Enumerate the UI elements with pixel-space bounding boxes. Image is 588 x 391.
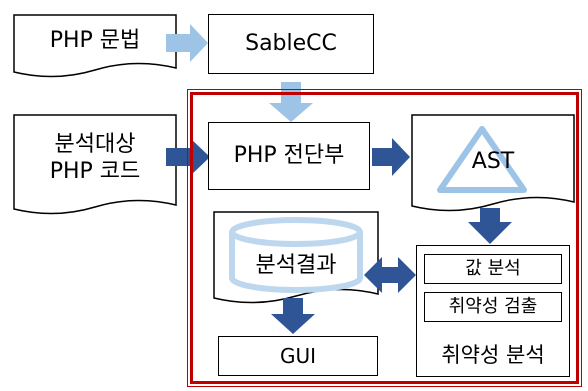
grammar-to-sablecc-arrow [166,24,208,62]
target-to-frontend-arrow [166,138,210,176]
ast-document-shape [411,114,575,212]
sablecc-node: SableCC [208,14,374,74]
ast-triangle-icon [437,126,527,193]
analysis-result-node: 분석결과 [255,253,337,279]
gui-node: GUI [218,336,378,376]
sablecc-to-frontend-arrow [269,82,313,122]
sablecc-label: SableCC [245,30,337,56]
ast-to-vuln-analysis-arrow [468,208,512,244]
value-analysis-label: 값 분석 [465,258,521,280]
analyzer-boundary-frame [187,89,582,387]
vuln-analysis-label: 취약성 분석 [441,342,545,367]
php-grammar-document-shape [13,14,177,78]
result-vuln-bidirectional-arrow [364,257,416,293]
database-cylinder-icon [229,217,363,293]
vuln-detection-node: 취약성 검출 [424,292,562,322]
php-frontend-node: PHP 전단부 [208,122,370,190]
value-analysis-node: 값 분석 [424,254,562,284]
ast-node: AST [471,149,515,175]
vuln-detection-label: 취약성 검출 [448,296,538,318]
target-code-node: 분석대상 PHP 코드 [49,131,141,185]
php-grammar-node: PHP 문법 [49,28,141,54]
target-code-document-shape [13,114,177,215]
result-to-gui-arrow [271,298,315,334]
gui-label: GUI [279,344,317,368]
php-frontend-label: PHP 전단부 [233,142,345,168]
frontend-to-ast-arrow [372,138,410,176]
